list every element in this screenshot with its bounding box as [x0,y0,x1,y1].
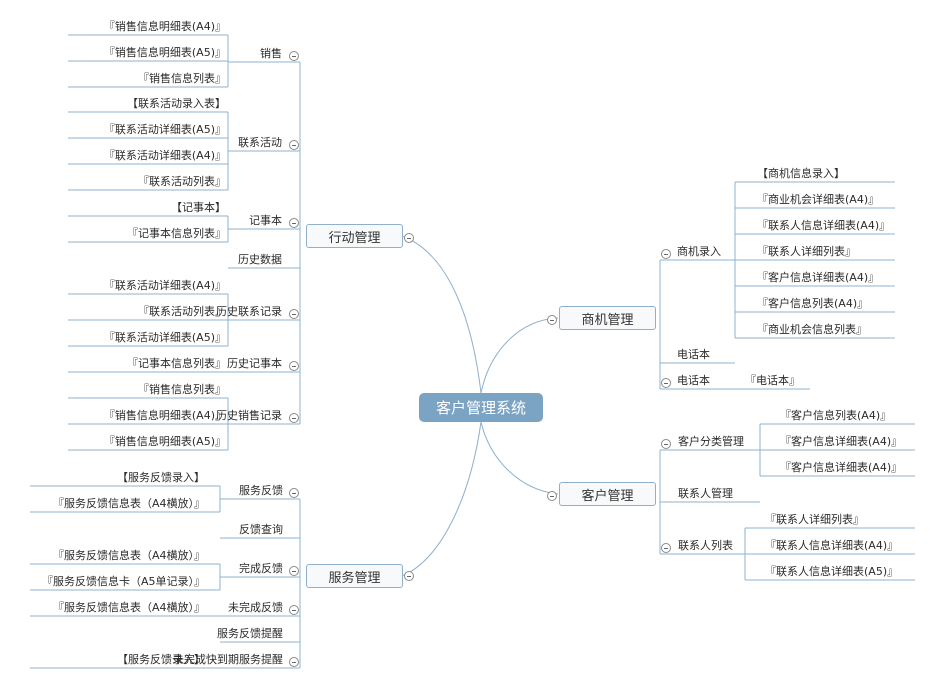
leaf-action-4-0[interactable]: 『联系活动详细表(A4)』 [103,279,226,292]
leaf-action-1-3[interactable]: 『联系活动列表』 [138,175,226,188]
toggle-customer-management[interactable] [547,491,557,501]
toggle-service-2[interactable] [289,566,299,576]
node-opportunity-1[interactable]: 电话本 [677,348,710,361]
leaf-action-1-1[interactable]: 『联系活动详细表(A5)』 [103,123,226,136]
node-service-4[interactable]: 服务反馈提醒 [217,627,283,640]
leaf-opportunity-2-0[interactable]: 『电话本』 [745,374,800,387]
leaf-action-0-2[interactable]: 『销售信息列表』 [138,72,226,85]
leaf-customer-0-0[interactable]: 『客户信息列表(A4)』 [780,409,892,422]
toggle-service-5[interactable] [289,657,299,667]
node-action-3[interactable]: 历史数据 [238,253,282,266]
toggle-service-3[interactable] [289,605,299,615]
link-root-customer [480,421,559,495]
leaf-action-4-1[interactable]: 『联系活动列表』 [138,305,226,318]
leaf-opportunity-0-4[interactable]: 『客户信息详细表(A4)』 [757,271,880,284]
leaf-customer-0-2[interactable]: 『客户信息详细表(A4)』 [780,461,903,474]
leaf-customer-2-2[interactable]: 『联系人信息详细表(A5)』 [765,565,899,578]
link-root-service [401,421,482,577]
node-customer-0[interactable]: 客户分类管理 [678,435,744,448]
toggle-action-6[interactable] [289,413,299,423]
toggle-action-2[interactable] [289,218,299,228]
node-action-5[interactable]: 历史记事本 [227,357,282,370]
node-action-0[interactable]: 销售 [260,47,282,60]
node-action-2[interactable]: 记事本 [249,214,282,227]
toggle-action-management[interactable] [404,233,414,243]
node-service-3[interactable]: 未完成反馈 [228,601,283,614]
leaf-opportunity-0-0[interactable]: 【商机信息录入】 [757,167,845,180]
toggle-opportunity-2[interactable] [661,378,671,388]
node-action-1[interactable]: 联系活动 [238,136,282,149]
leaf-opportunity-0-3[interactable]: 『联系人详细列表』 [757,245,856,258]
toggle-customer-2[interactable] [661,543,671,553]
node-opportunity-management[interactable]: 商机管理 [559,306,656,330]
leaf-service-2-0[interactable]: 『服务反馈信息表（A4横放）』 [52,549,205,562]
toggle-action-0[interactable] [289,51,299,61]
leaf-action-5-0[interactable]: 『记事本信息列表』 [127,357,226,370]
node-opportunity-0[interactable]: 商机录入 [677,245,721,258]
leaf-service-5-0[interactable]: 【服务反馈录入】 [117,653,205,666]
leaf-opportunity-0-2[interactable]: 『联系人信息详细表(A4)』 [757,219,891,232]
node-service-5[interactable]: 未完成快到期服务提醒 [173,653,283,666]
toggle-opportunity-0[interactable] [661,249,671,259]
toggle-customer-0[interactable] [661,439,671,449]
node-customer-2[interactable]: 联系人列表 [678,539,733,552]
leaf-opportunity-0-1[interactable]: 『商业机会详细表(A4)』 [757,193,880,206]
toggle-action-4[interactable] [289,309,299,319]
leaf-action-1-0[interactable]: 【联系活动录入表】 [127,97,226,110]
leaf-action-1-2[interactable]: 『联系活动详细表(A4)』 [103,149,226,162]
toggle-action-1[interactable] [289,140,299,150]
node-action-4[interactable]: 历史联系记录 [216,305,282,318]
node-opportunity-2[interactable]: 电话本 [677,374,710,387]
leaf-customer-0-1[interactable]: 『客户信息详细表(A4)』 [780,435,903,448]
node-service-management[interactable]: 服务管理 [306,564,403,588]
leaf-action-0-0[interactable]: 『销售信息明细表(A4)』 [103,20,226,33]
leaf-action-2-1[interactable]: 『记事本信息列表』 [127,227,226,240]
leaf-customer-2-1[interactable]: 『联系人信息详细表(A4)』 [765,539,899,552]
leaf-service-0-1[interactable]: 『服务反馈信息表（A4横放）』 [52,497,205,510]
leaf-opportunity-0-6[interactable]: 『商业机会信息列表』 [757,323,867,336]
leaf-action-6-1[interactable]: 『销售信息明细表(A4)』 [103,409,226,422]
toggle-service-management[interactable] [404,571,414,581]
leaf-opportunity-0-5[interactable]: 『客户信息列表(A4)』 [757,297,869,310]
link-root-opportunity [480,317,559,394]
node-service-0[interactable]: 服务反馈 [239,484,283,497]
node-service-2[interactable]: 完成反馈 [239,562,283,575]
leaf-service-0-0[interactable]: 【服务反馈录入】 [117,471,205,484]
node-action-management[interactable]: 行动管理 [306,224,403,248]
toggle-action-5[interactable] [289,361,299,371]
leaf-action-6-0[interactable]: 『销售信息列表』 [138,383,226,396]
leaf-action-6-2[interactable]: 『销售信息明细表(A5)』 [103,435,226,448]
leaf-action-2-0[interactable]: 【记事本】 [171,201,226,214]
node-service-1[interactable]: 反馈查询 [239,523,283,536]
toggle-opportunity-management[interactable] [547,315,557,325]
root-node[interactable]: 客户管理系统 [419,393,543,422]
node-action-6[interactable]: 历史销售记录 [216,409,282,422]
leaf-action-0-1[interactable]: 『销售信息明细表(A5)』 [103,46,226,59]
node-customer-1[interactable]: 联系人管理 [678,487,733,500]
leaf-service-2-1[interactable]: 『服务反馈信息卡（A5单记录）』 [41,575,205,588]
link-root-action [401,235,482,394]
leaf-service-3-0[interactable]: 『服务反馈信息表（A4横放）』 [52,601,205,614]
leaf-action-4-2[interactable]: 『联系活动详细表(A5)』 [103,331,226,344]
node-customer-management[interactable]: 客户管理 [559,482,656,506]
leaf-customer-2-0[interactable]: 『联系人详细列表』 [765,513,864,526]
toggle-service-0[interactable] [289,488,299,498]
